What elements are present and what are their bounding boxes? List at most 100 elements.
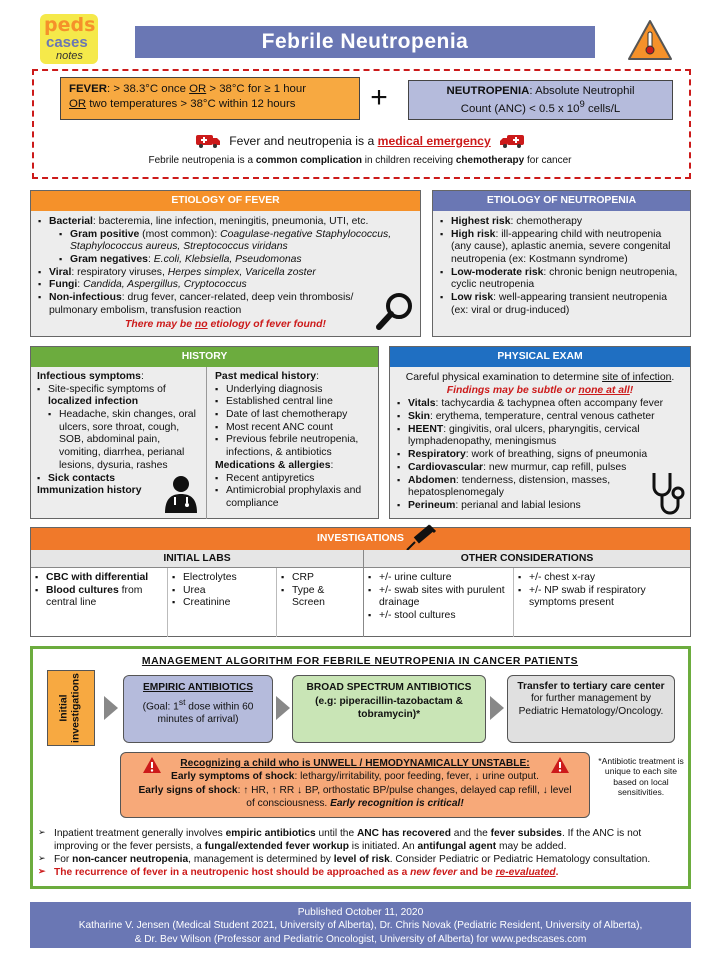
etiology-fever-note: There may be no etiology of fever found!	[38, 319, 413, 332]
ambulance-icon	[195, 132, 221, 152]
emergency-text: Fever and neutropenia is a	[229, 134, 378, 149]
item-bold: Highest risk	[451, 216, 511, 227]
list-item: Urea	[172, 585, 272, 598]
stethoscope-icon	[648, 471, 686, 522]
item-bold: Gram positive	[70, 228, 140, 240]
item-bold: Low-moderate risk	[451, 266, 544, 278]
transfer-bold: Transfer to tertiary care center	[517, 681, 665, 692]
immunization-label: Immunization history	[37, 485, 142, 497]
list-item: +/- NP swab if respiratory symptoms pres…	[518, 585, 686, 610]
neutropenia-text-1: : Absolute Neutrophil	[529, 85, 635, 97]
fever-text-2: > 38°C for ≥ 1 hour	[206, 83, 306, 95]
list-item: Type & Screen	[281, 585, 359, 610]
item-bold: High risk	[451, 228, 496, 240]
shock-box: Recognizing a child who is UNWELL / HEMO…	[120, 752, 590, 818]
list-item: Creatinine	[172, 597, 272, 610]
fever-or-2: OR	[69, 97, 87, 110]
unwell-heading: Recognizing a child who is UNWELL / HEMO…	[180, 758, 530, 769]
item-bold: Abdomen	[408, 474, 456, 486]
item-text: :	[77, 279, 84, 291]
item-bold: Vitals	[408, 398, 436, 410]
neutropenia-label: NEUTROPENIA	[446, 85, 530, 97]
list-item: Gram negatives: E.coli, Klebsiella, Pseu…	[59, 254, 413, 267]
early-symptoms-label: Early symptoms of shock	[171, 771, 295, 783]
transfer-box: Transfer to tertiary care center for fur…	[507, 675, 675, 743]
note-underline: no	[194, 318, 208, 330]
list-item: Skin: erythema, temperature, central ven…	[397, 411, 683, 424]
item-text: : chronic benign neutropenia, cyclic neu…	[451, 266, 678, 291]
item-bold: localized infection	[48, 396, 139, 408]
intro-text: .	[671, 372, 675, 383]
intro-underline: site of infection	[602, 372, 672, 383]
list-item: +/- urine culture	[368, 572, 509, 585]
item-text: : new murmur, cap refill, pulses	[483, 461, 627, 473]
item-text: : tenderness, distension, masses, hepato…	[408, 474, 611, 499]
item-bold: Skin	[408, 411, 430, 423]
note-text: .	[555, 867, 559, 879]
other-considerations-heading: OTHER CONSIDERATIONS	[364, 550, 690, 568]
item-bold: Fungi	[49, 279, 78, 291]
ambulance-icon	[499, 132, 525, 152]
arrow-right-icon	[490, 696, 504, 720]
item-text: : respiratory viruses,	[71, 266, 168, 278]
list-item: Date of last chemotherapy	[215, 409, 371, 422]
emergency-red-text: medical emergency	[377, 134, 491, 149]
fever-label: FEVER	[69, 83, 107, 95]
common-complication-line: Febrile neutropenia is a common complica…	[0, 155, 720, 167]
broad-spectrum-box: BROAD SPECTRUM ANTIBIOTICS (e.g: piperac…	[292, 675, 486, 743]
etiology-fever-panel: ETIOLOGY OF FEVER Bacterial: bacteremia,…	[30, 190, 421, 337]
item-text: : gingivitis, oral ulcers, pharyngitis, …	[408, 423, 640, 448]
common-bold-1: common complication	[255, 155, 362, 166]
exam-intro: Careful physical examination to determin…	[397, 372, 683, 385]
list-item: CRP	[281, 572, 359, 585]
item-text: :	[147, 254, 154, 266]
item-bold: Non-infectious	[49, 292, 122, 304]
item-italic: Herpes simplex, Varicella zoster	[167, 266, 316, 278]
list-item: HEENT: gingivitis, oral ulcers, pharyngi…	[397, 424, 683, 449]
emergency-line: Fever and neutropenia is a medical emerg…	[0, 132, 720, 152]
other-column-1: +/- urine culture +/- swab sites with pu…	[364, 568, 514, 637]
list-item: Viral: respiratory viruses, Herpes simpl…	[38, 267, 413, 280]
list-item: Gram positive (most common): Coagulase-n…	[59, 229, 413, 254]
note-text: Findings may be subtle or	[446, 384, 579, 396]
note-bold: level of risk	[333, 854, 390, 866]
management-notes: Inpatient treatment generally involves e…	[38, 827, 686, 879]
note-italic: new fever	[410, 867, 458, 879]
item-bold: CBC with differential	[46, 572, 149, 583]
list-item: The recurrence of fever in a neutropenic…	[38, 866, 686, 879]
published-date: Published October 11, 2020	[297, 907, 424, 918]
list-item: Fungi: Candida, Aspergillus, Cryptococcu…	[38, 279, 413, 292]
pedscases-logo: peds cases notes	[38, 12, 100, 66]
colon: :	[140, 371, 144, 382]
intro-text: Careful physical examination to determin…	[405, 372, 603, 383]
note-bold: empiric antibiotics	[225, 828, 316, 839]
fever-definition: FEVER: > 38.3°C once OR > 38°C for ≥ 1 h…	[60, 77, 360, 120]
other-column-2: +/- chest x-ray +/- NP swab if respirato…	[514, 568, 690, 637]
empiric-goal-text: dose within 60 minutes of arrival)	[157, 701, 254, 726]
definition-box	[32, 69, 691, 179]
page-title: Febrile Neutropenia	[135, 26, 595, 58]
note-text: !	[629, 384, 634, 396]
investigations-header: INVESTIGATIONS	[31, 524, 690, 551]
medications-label: Medications & allergies	[215, 459, 331, 471]
item-bold: Cardiovascular	[408, 461, 484, 473]
item-text: from central line	[46, 584, 143, 609]
labs-column-1: CBC with differential Blood cultures fro…	[31, 568, 168, 637]
note-text: is initiated. An	[348, 841, 418, 853]
note-text: For	[54, 854, 73, 866]
note-text: . Consider Pediatric or Pediatric Hemato…	[389, 854, 651, 866]
note-bold: fungal/extended fever workup	[204, 841, 349, 853]
list-item: Abdomen: tenderness, distension, masses,…	[397, 475, 683, 500]
list-item: Bacterial: bacteremia, line infection, m…	[38, 216, 413, 267]
note-text: until the	[315, 828, 357, 839]
item-text: : tachycardia & tachypnea often accompan…	[435, 398, 664, 410]
history-left-column: Infectious symptoms: Site-specific sympt…	[31, 367, 207, 519]
note-text: There may be	[125, 318, 195, 330]
note-text: , management is determined by	[188, 854, 334, 866]
fever-text-3: two temperatures > 38°C within 12 hours	[86, 97, 296, 110]
list-item: Non-infectious: drug fever, cancer-relat…	[38, 292, 413, 317]
item-italic: E.coli, Klebsiella, Pseudomonas	[153, 254, 302, 266]
authors-line-2: & Dr. Bev Wilson (Professor and Pediatri…	[134, 933, 587, 945]
management-title: MANAGEMENT ALGORITHM FOR FEBRILE NEUTROP…	[141, 656, 579, 667]
item-italic: Coagulase-negative Staphylococcus, Staph…	[70, 228, 392, 253]
